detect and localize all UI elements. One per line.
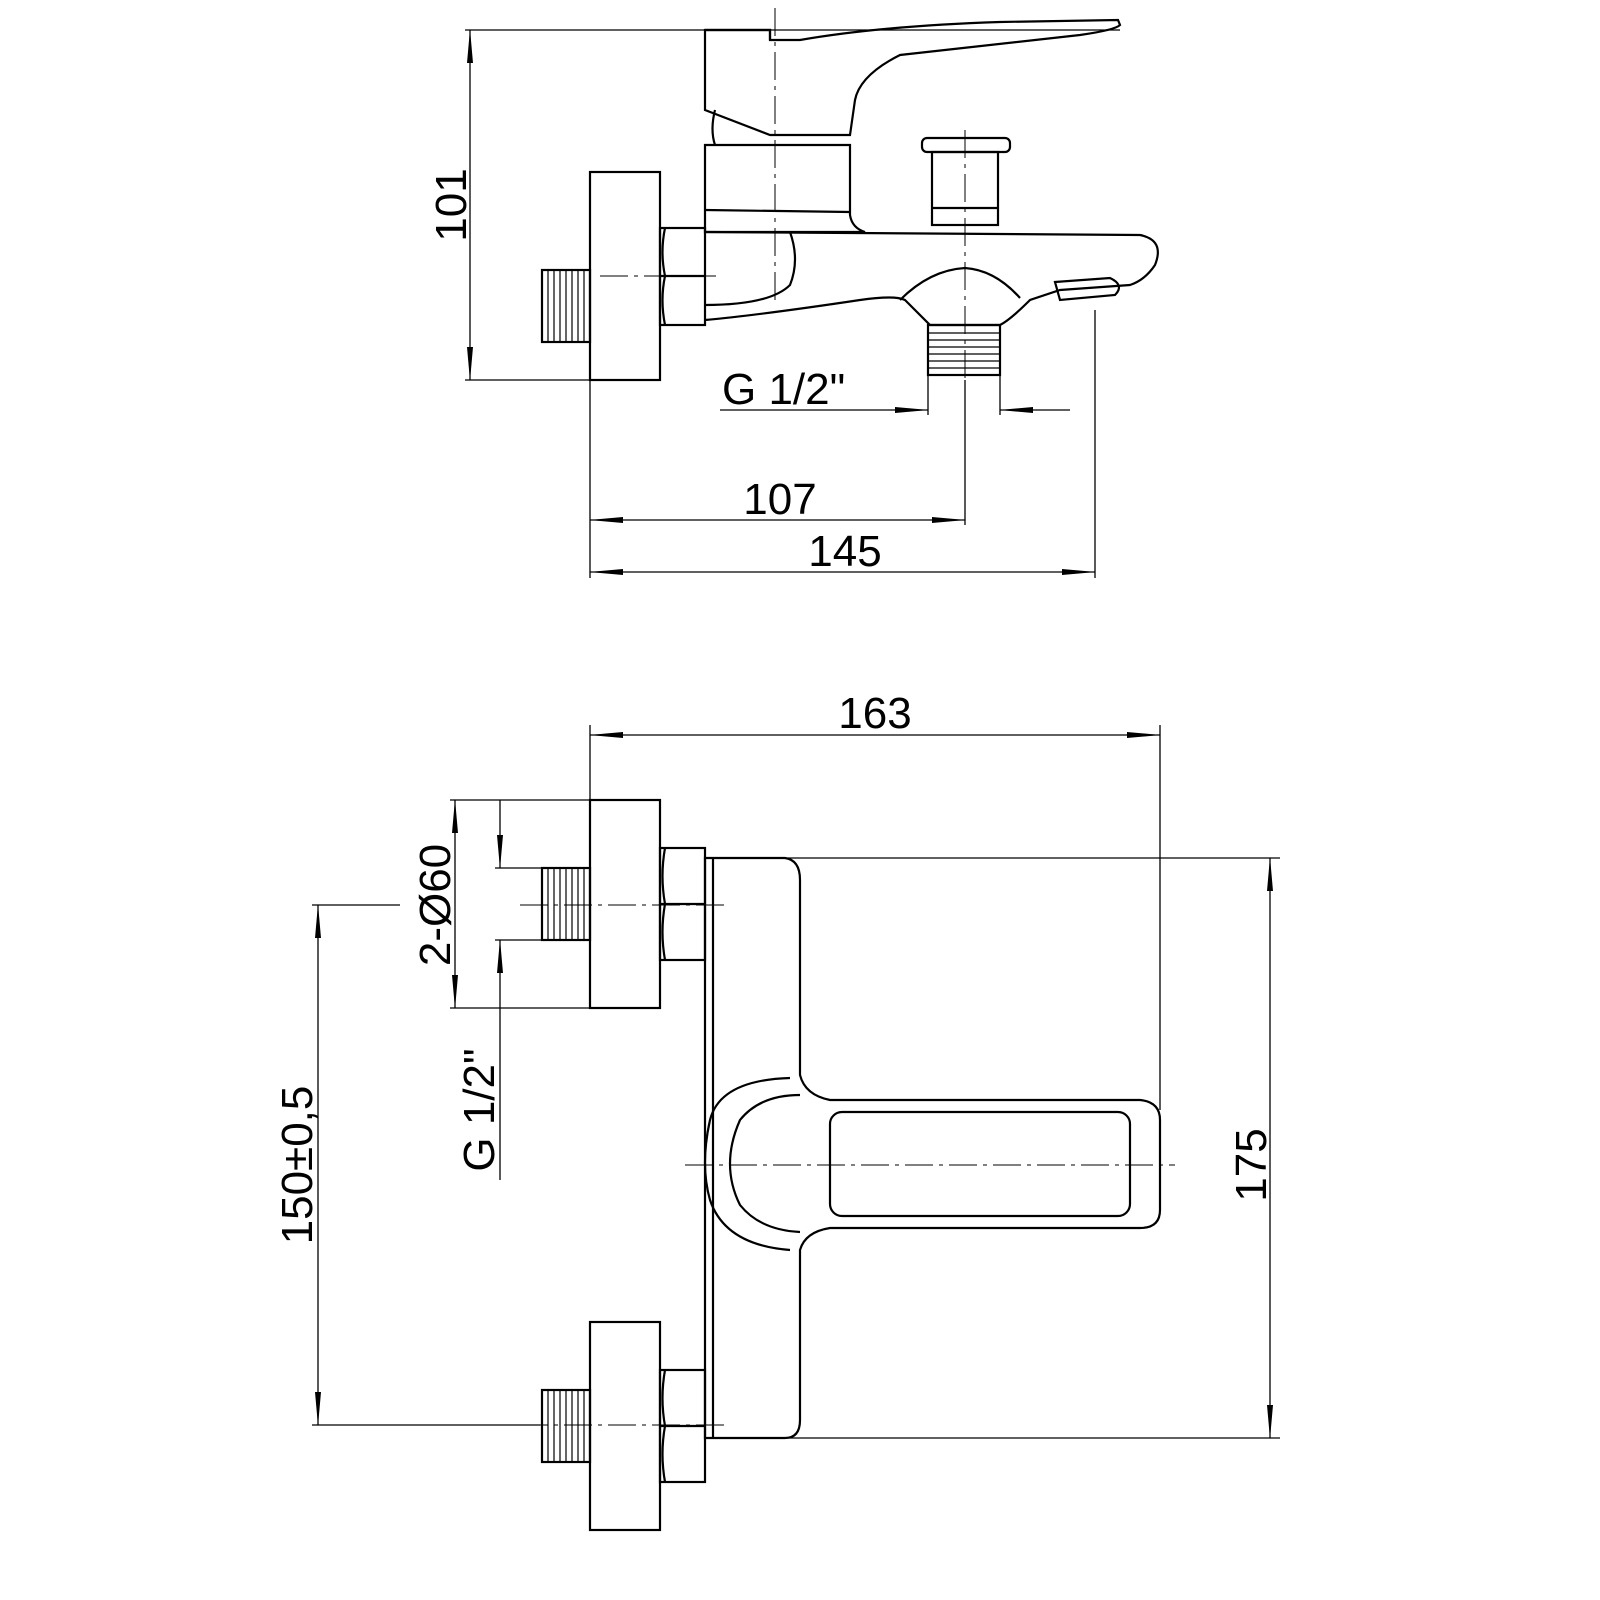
body-plate	[703, 856, 1162, 1440]
dimension-flange-diameter: 2-Ø60	[411, 799, 590, 1009]
dim-label-101: 101	[427, 168, 476, 241]
inlet-thread	[540, 268, 592, 344]
front-view: 163 175 150±0,5 2-Ø60 G 1	[273, 689, 1280, 1532]
dimension-101: 101	[427, 29, 1120, 381]
dimension-175: 175	[785, 857, 1280, 1439]
lever-handle-front	[703, 1076, 791, 1252]
dim-label-145: 145	[808, 527, 881, 576]
side-view: 101 G 1/2" 107 145	[427, 8, 1159, 578]
lever-handle	[703, 18, 1122, 137]
dim-label-inlet-thread: G 1/2"	[455, 1048, 504, 1171]
dim-label-175: 175	[1227, 1128, 1276, 1201]
upper-inlet	[520, 798, 730, 1010]
dimension-150: 150±0,5	[273, 904, 540, 1426]
dimension-163: 163	[589, 689, 1161, 1110]
dim-label-163: 163	[838, 689, 911, 738]
spout-outlet	[1053, 276, 1121, 302]
dimension-145: 145	[589, 310, 1096, 578]
mixer-body	[703, 143, 866, 234]
outlet-thread	[926, 323, 1002, 377]
lower-inlet	[520, 1320, 730, 1532]
dim-label-outlet-thread: G 1/2"	[722, 365, 845, 414]
dimension-107: 107	[589, 380, 966, 578]
dim-label-107: 107	[743, 475, 816, 524]
dim-label-flange: 2-Ø60	[411, 844, 460, 966]
diverter-knob	[920, 136, 1012, 227]
dimension-inlet-thread: G 1/2"	[455, 800, 542, 1180]
dim-label-150: 150±0,5	[273, 1086, 322, 1245]
dimension-outlet-thread: G 1/2"	[720, 365, 1070, 415]
